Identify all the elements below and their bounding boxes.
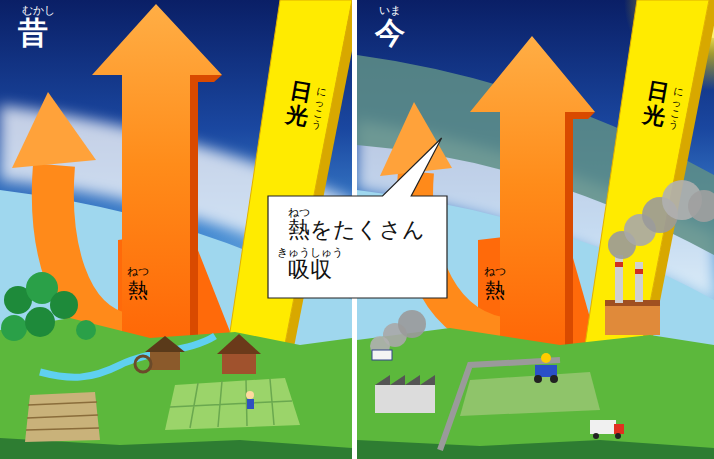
present-scene [375,375,435,385]
present-scene [398,310,426,338]
label-holder: ねつ [127,266,149,277]
heading-reading: いま [379,5,401,16]
present-scene [375,385,435,413]
ruby-reading: ねつ [127,266,149,277]
past-scene [25,392,100,442]
present-scene [357,440,714,459]
past-scene [40,336,215,377]
present-scene [635,262,643,302]
past-scene [50,291,78,319]
present-scene [615,262,623,267]
past-scene [25,307,55,337]
present-scene [357,328,714,459]
past-scene [150,350,180,370]
past-scene [246,391,254,399]
present-scene [615,433,621,439]
past-scene [76,320,96,340]
present-scene [460,372,600,416]
present-scene [688,190,714,222]
label-holder: 熱 [485,280,505,300]
past-scene [26,402,99,430]
present-scene [534,375,542,383]
past-scene [145,336,185,352]
past-scene [12,92,96,168]
present-scene [440,360,560,450]
present-scene [605,300,660,306]
present-scene [614,424,624,434]
ruby-reading: ねつ [288,207,310,218]
present-scene [615,255,623,303]
present-scene [372,350,392,360]
label-holder: 熱 [128,280,148,300]
countryside-ground [0,272,352,459]
label-holder: ねつ [484,266,506,277]
heading-reading: むかし [22,5,55,16]
past-scene [217,334,261,354]
present-scene [550,375,558,383]
era-heading: 今 [375,16,405,51]
ruby-reading: きゅうしゅう [277,247,343,258]
past-scene [135,356,151,372]
present-scene [605,300,660,335]
past-scene [165,378,300,430]
past-scene [222,352,256,374]
heat-label: 熱 [128,280,148,300]
label-holder: きゅうしゅう [277,247,343,258]
past-scene [1,315,27,341]
label-holder: ねつ [288,207,310,218]
present-scene [541,353,551,363]
bubble-outline [268,138,447,298]
past-scene [0,318,352,459]
ruby-reading: ねつ [484,266,506,277]
past-scene [247,399,254,409]
heat-label: 熱 [485,280,505,300]
present-scene [593,433,599,439]
present-scene [635,269,643,274]
present-scene [590,420,616,434]
era-heading: 昔 [18,16,48,51]
past-scene [170,379,292,428]
